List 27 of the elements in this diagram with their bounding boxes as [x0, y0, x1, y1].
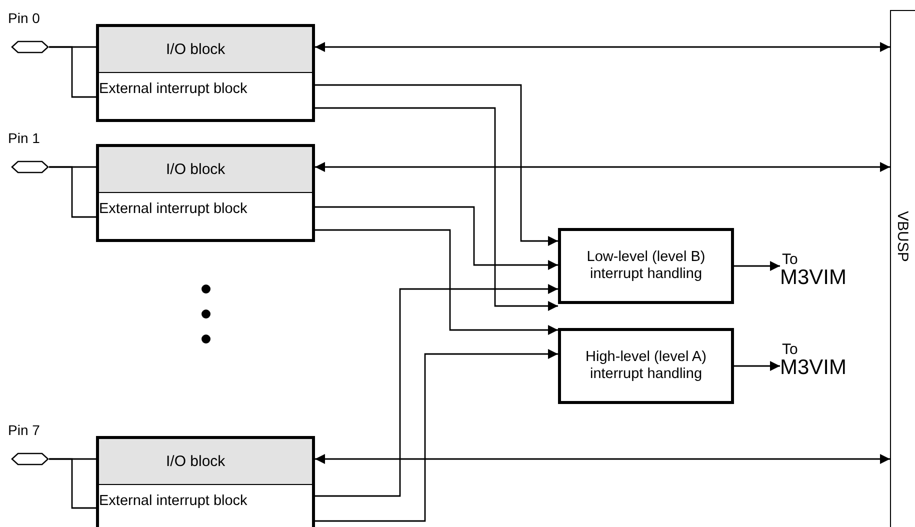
io-block: I/O block	[96, 144, 315, 193]
destination-label: To	[781, 342, 799, 357]
connector-line	[49, 46, 96, 98]
arrow	[315, 42, 890, 52]
arrow	[315, 454, 890, 464]
arrow	[315, 284, 558, 497]
pin-label: Pin 1	[8, 130, 40, 146]
destination-label: To	[781, 252, 799, 267]
arrow	[315, 84, 558, 246]
io-block: I/O block	[96, 436, 315, 485]
pin-label: Pin 0	[8, 10, 40, 26]
arrow	[315, 107, 558, 311]
arrow	[315, 229, 558, 335]
io-block: I/O block	[96, 24, 315, 73]
pin-label: Pin 7	[8, 422, 40, 438]
bus-bar: VBUSP	[890, 10, 915, 527]
arrow	[315, 349, 558, 522]
connector-line	[49, 166, 96, 218]
destination-label: M3VIM	[780, 357, 848, 378]
interrupt-handler-box: Low-level (level B) interrupt handling	[558, 228, 734, 304]
interrupt-handler-box: High-level (level A) interrupt handling	[558, 328, 734, 404]
arrow	[315, 206, 558, 270]
connector-line	[49, 458, 96, 509]
arrow	[734, 261, 780, 271]
arrow	[734, 361, 780, 371]
destination-label: M3VIM	[780, 267, 848, 288]
arrow	[315, 162, 890, 172]
